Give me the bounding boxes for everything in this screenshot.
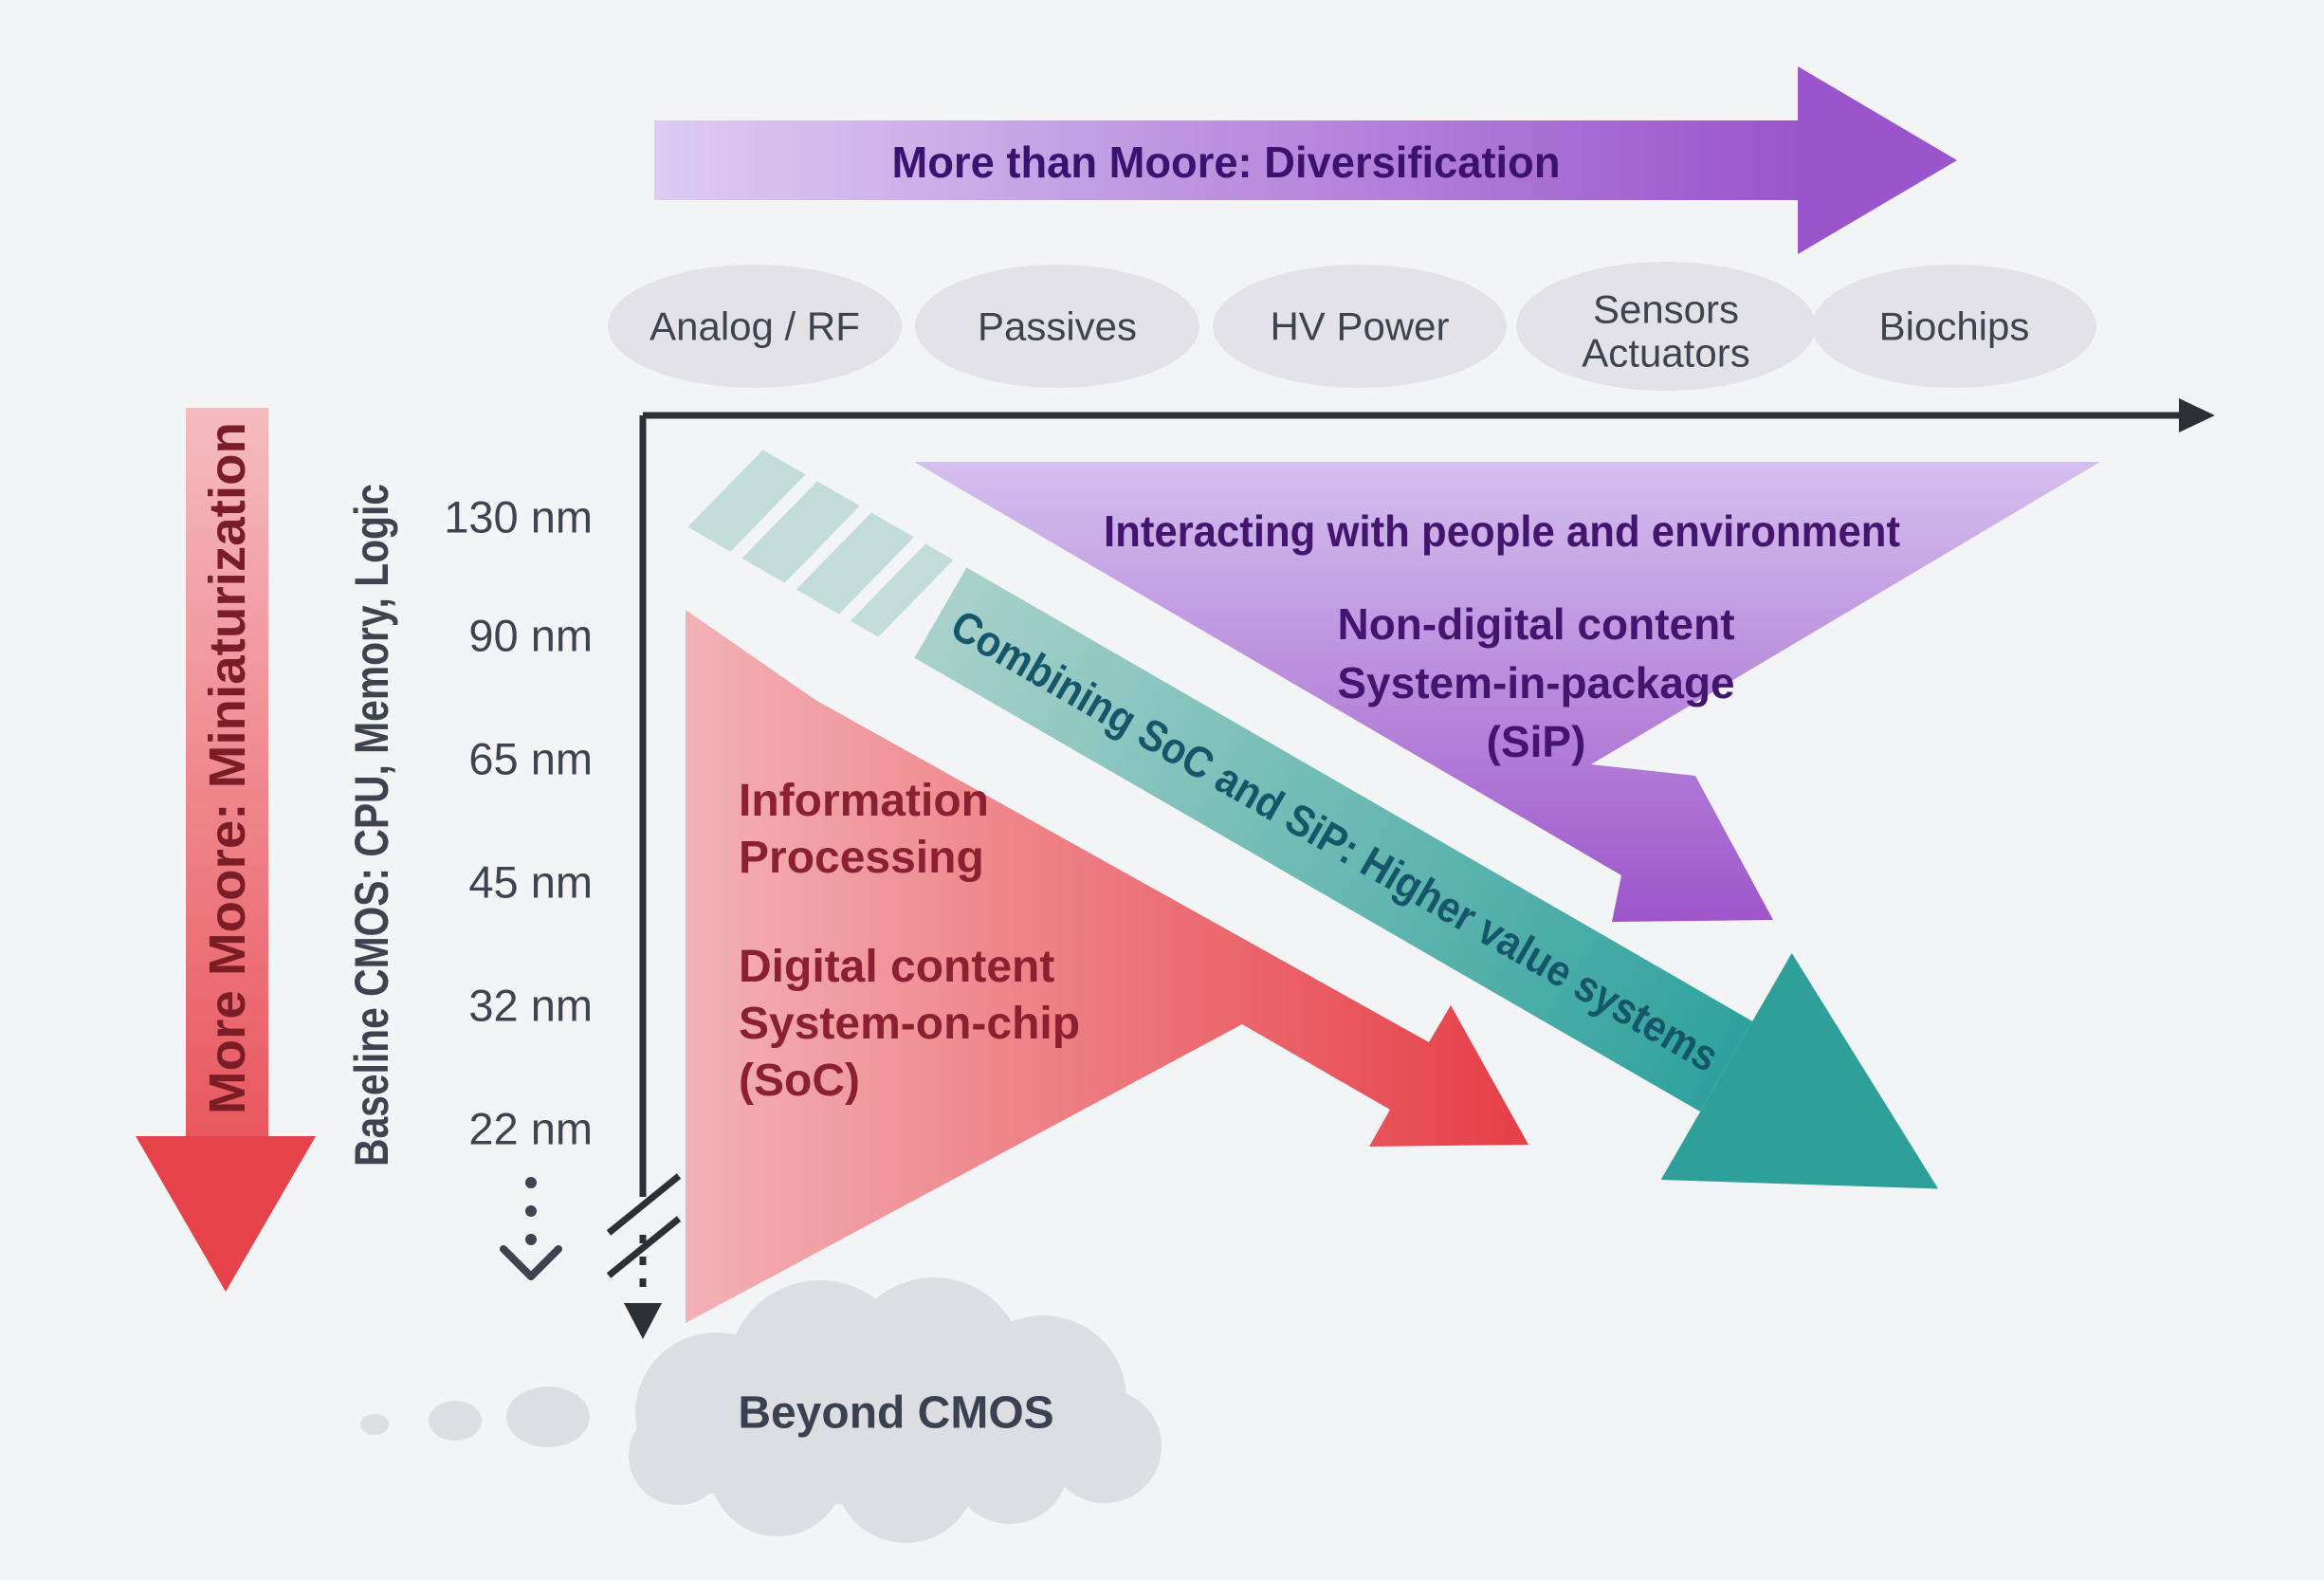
bubble-biochips <box>1812 265 2096 388</box>
axis-break-slash-1 <box>606 1173 682 1236</box>
y-axis-arrowhead-icon <box>624 1303 662 1339</box>
node-label-90nm: 90 nm <box>468 611 593 661</box>
sip-line-3: (SiP) <box>1487 717 1586 766</box>
soc-triangle-arrow <box>686 610 1528 1323</box>
dot <box>525 1205 537 1217</box>
x-axis-arrowhead-icon <box>2179 398 2215 432</box>
node-continuation-arrow <box>500 1177 562 1280</box>
node-label-22nm: 22 nm <box>468 1104 593 1154</box>
bubble-label-sensors: Sensors <box>1593 287 1739 332</box>
beyond-cmos-cloud <box>360 1277 1162 1543</box>
bubble-label-hv-power: HV Power <box>1270 304 1449 349</box>
hatch-stripe <box>741 481 860 583</box>
bubble-analog-rf <box>608 265 902 388</box>
hatch-stripe <box>796 512 914 615</box>
sip-title: Interacting with people and environment <box>1104 506 1900 556</box>
cloud-trail-dot-large <box>506 1387 590 1447</box>
node-label-32nm: 32 nm <box>468 981 593 1031</box>
soc-line-5: (SoC) <box>739 1056 860 1106</box>
bubble-label-analog-rf: Analog / RF <box>650 304 860 349</box>
soc-line-1: Information <box>739 776 989 826</box>
more-than-moore-label: More than Moore: Diversification <box>892 138 1561 187</box>
beyond-cmos-label: Beyond CMOS <box>738 1388 1053 1439</box>
combining-arrow-hatch <box>687 450 954 637</box>
bubble-passives <box>915 265 1199 388</box>
more-moore-arrowhead-icon <box>136 1136 316 1292</box>
more-moore-arrow <box>136 408 316 1292</box>
bubble-sensors-actuators <box>1516 262 1816 391</box>
bubble-label-actuators: Actuators <box>1582 331 1749 376</box>
more-than-moore-arrowhead-icon <box>1798 66 1957 254</box>
node-labels: 130 nm 90 nm 65 nm 45 nm 32 nm 22 nm <box>444 492 593 1154</box>
hatch-stripe <box>687 450 806 552</box>
combining-arrowhead-icon <box>1660 952 1939 1189</box>
sip-line-2: System-in-package <box>1337 658 1734 707</box>
cloud-center <box>659 1339 1124 1506</box>
hatch-stripe <box>850 543 954 637</box>
dot <box>525 1177 537 1188</box>
combining-arrow-body <box>914 567 1753 1112</box>
soc-text: Information Processing Digital content S… <box>739 776 1080 1106</box>
node-label-45nm: 45 nm <box>468 857 593 908</box>
more-than-moore-arrow: More than Moore: Diversification <box>654 66 1957 254</box>
category-bubbles: Analog / RF Passives HV Power Sensors Ac… <box>608 262 2096 391</box>
axis-break-slash-2 <box>606 1216 682 1278</box>
bubble-label-passives: Passives <box>978 304 1137 349</box>
node-label-130nm: 130 nm <box>444 492 593 542</box>
node-label-65nm: 65 nm <box>468 734 593 784</box>
soc-line-4: System-on-chip <box>739 999 1080 1049</box>
bubble-label-biochips: Biochips <box>1879 304 2030 349</box>
dot <box>525 1234 537 1245</box>
more-moore-label: More Moore: Miniaturization <box>199 422 256 1114</box>
cloud-trail-dot-small <box>360 1414 389 1435</box>
axes <box>606 412 2181 1297</box>
more-moore-arrow-body <box>186 408 268 1136</box>
sip-line-1: Non-digital content <box>1337 599 1734 649</box>
more-than-moore-arrow-body <box>654 120 1798 200</box>
baseline-cmos-label: Baseline CMOS: CPU, Memory, Logic <box>345 484 398 1167</box>
chevron-down-icon <box>500 1245 562 1280</box>
sip-text: Interacting with people and environment … <box>1104 506 1900 766</box>
soc-line-3: Digital content <box>739 942 1054 992</box>
bubble-hv-power <box>1213 265 1507 388</box>
cloud-trail-dot-medium <box>429 1401 482 1441</box>
sip-triangle-arrow <box>914 462 2100 922</box>
soc-line-2: Processing <box>739 833 984 883</box>
